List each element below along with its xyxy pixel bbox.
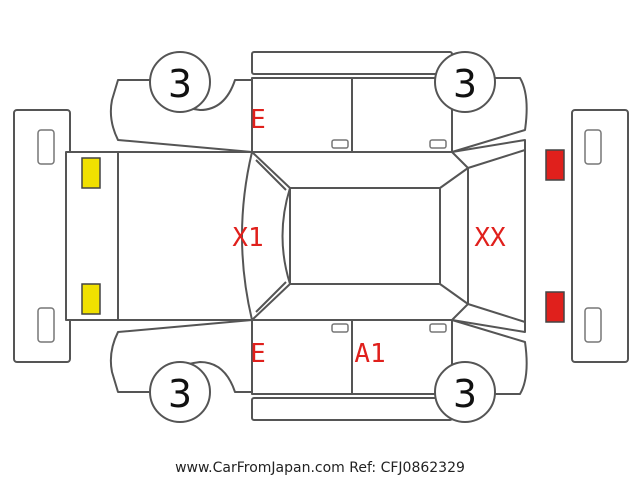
rear-lamp-top [545, 149, 565, 181]
damage-left-front-door-bottom: E [250, 339, 266, 369]
front-lamp-bottom [81, 283, 101, 315]
roof [289, 187, 441, 285]
damage-rear-door-bottom: A1 [354, 339, 385, 369]
damage-windshield: X1 [232, 223, 263, 253]
tire-rear-right: 3 [434, 361, 496, 423]
left-front-door-handle [331, 139, 349, 149]
left-rear-door-handle [429, 139, 447, 149]
tire-rear-left: 3 [434, 51, 496, 113]
damage-left-front-door-top: E [250, 105, 266, 135]
roof-rail-bottom [251, 397, 453, 421]
front-lamp-top [81, 157, 101, 189]
tire-rear-right-score: 3 [453, 372, 477, 416]
windshield-outline [241, 151, 291, 321]
tire-front-left-score: 3 [168, 62, 192, 106]
watermark-text: www.CarFromJapan.com Ref: CFJ0862329 [175, 460, 465, 476]
rear-window-outline [439, 167, 469, 305]
front-bumper [13, 109, 71, 363]
right-front-door-handle [331, 323, 349, 333]
right-rear-door-handle [429, 323, 447, 333]
rear-bumper [571, 109, 629, 363]
tire-front-left: 3 [149, 51, 211, 113]
tire-front-right-score: 3 [168, 372, 192, 416]
roof-rail-top [251, 51, 453, 75]
tire-front-right: 3 [149, 361, 211, 423]
rear-lamp-bottom [545, 291, 565, 323]
trunk-edge-lower [467, 303, 526, 323]
tire-rear-left-score: 3 [453, 62, 477, 106]
damage-rear-window: XX [474, 223, 506, 253]
windshield-inner [255, 159, 287, 313]
trunk-edge [467, 149, 526, 169]
